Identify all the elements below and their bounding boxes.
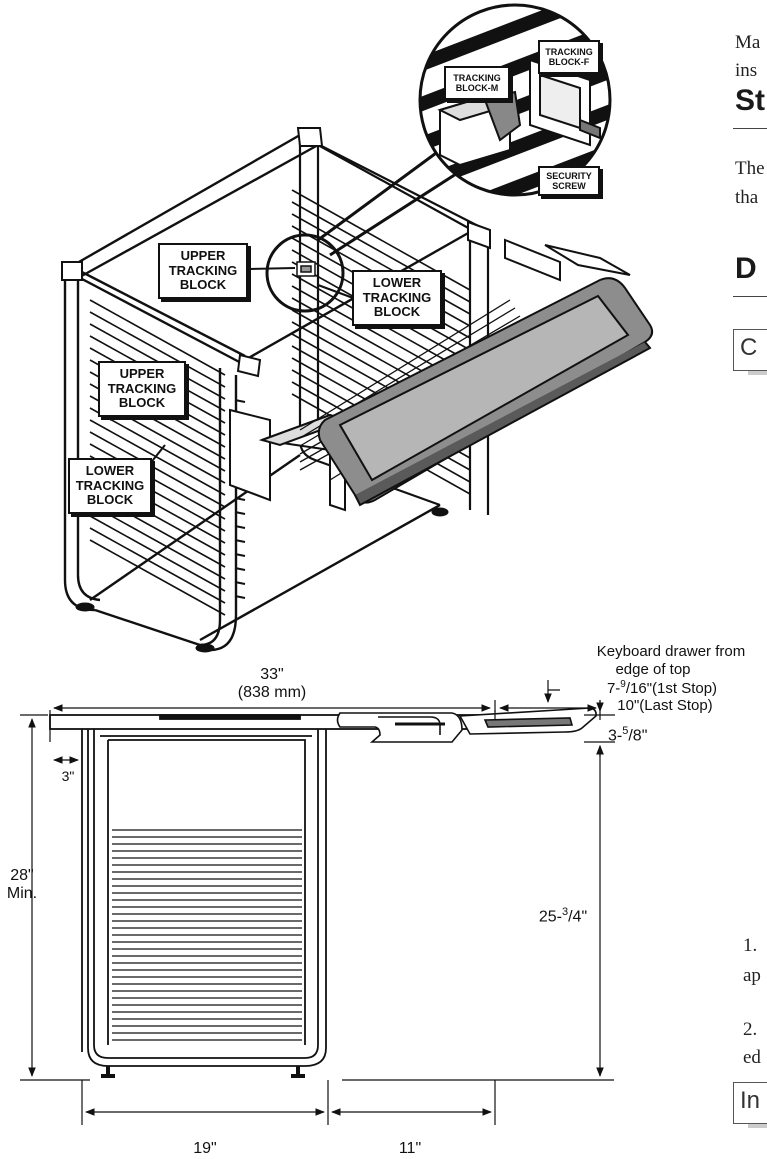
cabinet-base-width: 19" [193, 1140, 217, 1157]
keyboard-drawer-note: Keyboard drawer from [596, 643, 746, 660]
levelling-feet-side [101, 1066, 305, 1078]
magnifier-circle-outline [418, 3, 612, 197]
box-shadow [748, 1124, 767, 1128]
overall-width-dimension: 33" [260, 666, 284, 683]
keyboard-tray [317, 277, 654, 507]
step-number: 2. [743, 1019, 758, 1040]
tracking-block-highlight-ring [265, 233, 345, 313]
heading-rule [733, 296, 767, 297]
body-text-line: Ma [735, 32, 761, 53]
first-stop-dimension: 7-9/16"(1st Stop) [606, 679, 718, 697]
body-text-line: tha [735, 187, 759, 208]
top-mounting-plates [61, 127, 491, 378]
dimension-side-view-drawing [20, 680, 615, 1125]
keyboard-tray-side [336, 707, 597, 743]
boxed-subheading: In [733, 1082, 767, 1124]
boxed-subheading: C [733, 329, 767, 371]
side-clearance-width: 11" [398, 1140, 422, 1157]
cabinet-side-profile [81, 729, 327, 1067]
step-number: 1. [743, 935, 758, 956]
section-heading: St [735, 84, 765, 117]
knee-clearance-dimension: 25-3/4" [538, 906, 588, 926]
dimension-lines [20, 680, 615, 1125]
heading-rule [733, 128, 767, 129]
keyboard-drawer-note: edge of top [615, 661, 691, 678]
height-dimension: 28" [10, 867, 34, 884]
last-stop-dimension: 10"(Last Stop) [617, 697, 713, 714]
left-offset-dimension: 3" [61, 768, 75, 784]
cabinet-feet [75, 507, 449, 653]
hanging-file-rails-side [112, 829, 302, 1041]
upper-tracking-block-part [296, 261, 316, 277]
box-shadow [748, 371, 767, 375]
drawer-height-dimension: 3-5/8" [608, 725, 648, 745]
height-minimum: Min. [6, 885, 38, 902]
body-text-line: ed [743, 1047, 761, 1068]
section-heading: D [735, 252, 757, 285]
cabinet-front-frame [63, 133, 471, 652]
cabinet-isometric-illustration [61, 3, 654, 653]
overall-width-metric: (838 mm) [237, 684, 307, 701]
body-text-line: ins [735, 60, 758, 81]
body-text-line: The [735, 158, 765, 179]
magnifier-leader [317, 143, 471, 257]
body-text-line: ap [743, 965, 761, 986]
